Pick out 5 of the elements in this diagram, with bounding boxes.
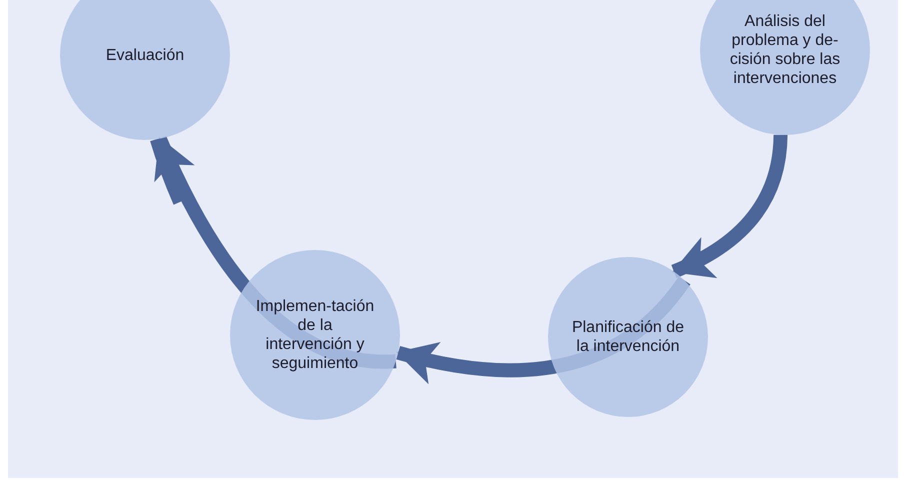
arrow — [671, 134, 788, 278]
stage-label: Evaluación — [104, 46, 186, 64]
stage-label: Análisis del problema y de-cisión sobre las intervenciones — [728, 12, 842, 88]
stage-label: Implemen-tación de la intervención y seguimiento — [254, 297, 376, 373]
stage-label: Planificación de la intervención — [570, 318, 686, 356]
